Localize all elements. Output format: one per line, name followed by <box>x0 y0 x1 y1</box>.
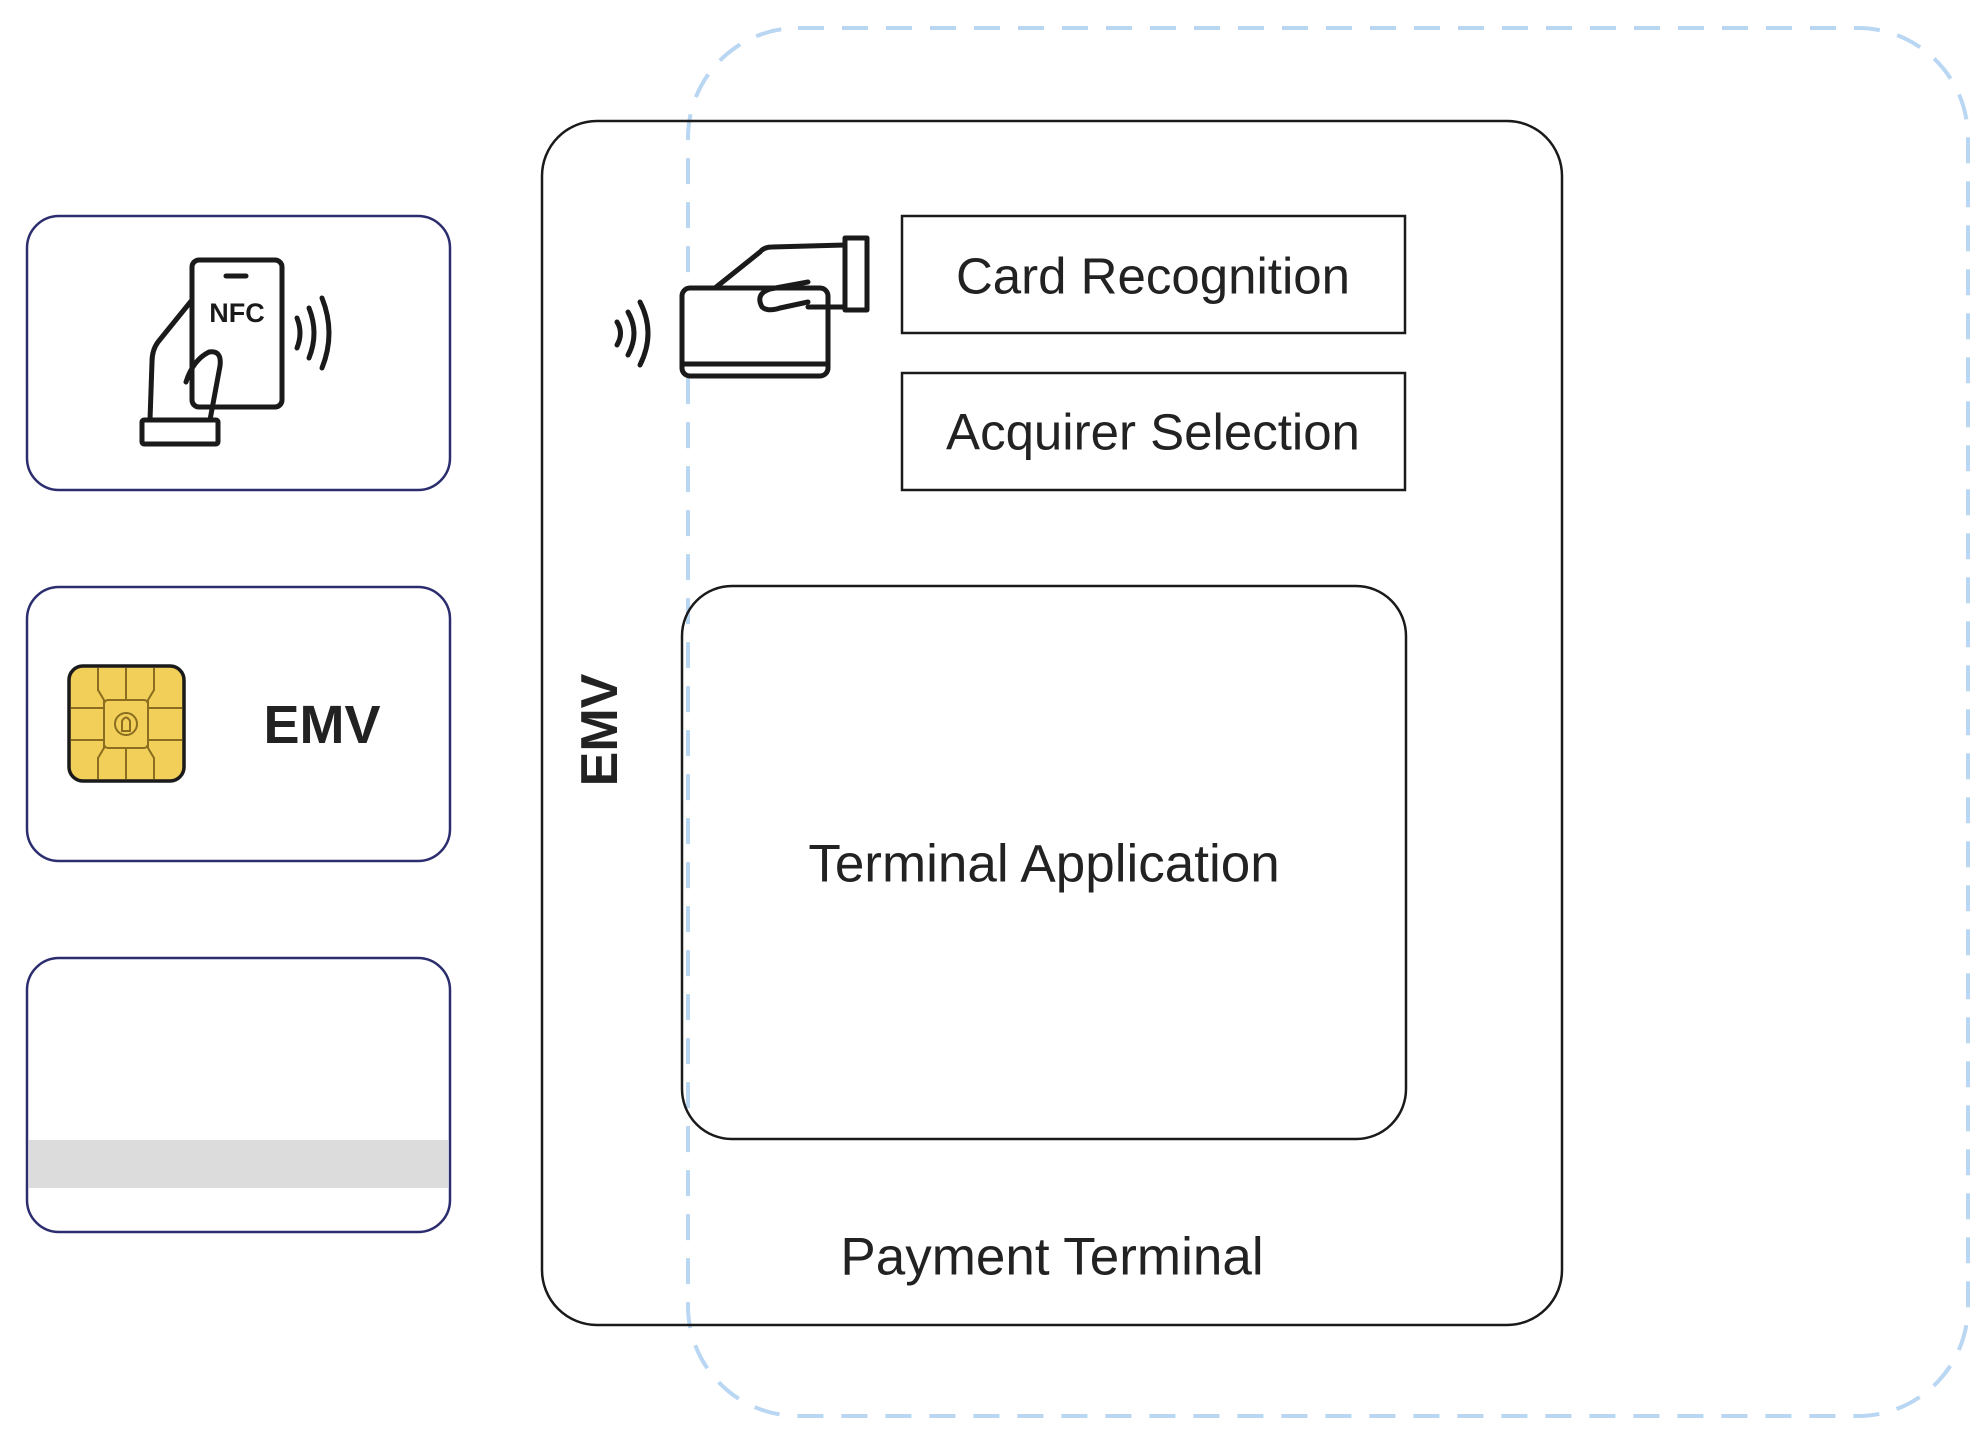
acquirer-selection-label: Acquirer Selection <box>946 404 1360 461</box>
acquirer-selection-module: Acquirer Selection <box>900 371 1407 492</box>
nfc-label: NFC <box>209 298 265 328</box>
emv-card-label: EMV <box>263 695 380 755</box>
emv-card: EMV <box>25 585 452 863</box>
emv-chip-icon <box>67 664 186 783</box>
magstripe-card <box>25 956 452 1234</box>
payment-terminal-title: Payment Terminal <box>840 1228 1263 1287</box>
magnetic-stripe <box>29 1140 448 1188</box>
card-recognition-label: Card Recognition <box>956 248 1350 305</box>
nfc-phone-icon <box>139 257 332 447</box>
nfc-card: NFC <box>25 214 452 492</box>
card-recognition-module: Card Recognition <box>900 214 1407 335</box>
terminal-application-module: Terminal Application <box>680 584 1408 1141</box>
terminal-application-label: Terminal Application <box>808 835 1279 894</box>
dashed-boundary <box>686 26 1970 1418</box>
terminal-emv-label: EMV <box>571 673 629 786</box>
contactless-card-tap-icon <box>614 235 870 379</box>
payment-terminal: EMV Card Recognition Acquirer Selection … <box>540 119 1564 1327</box>
